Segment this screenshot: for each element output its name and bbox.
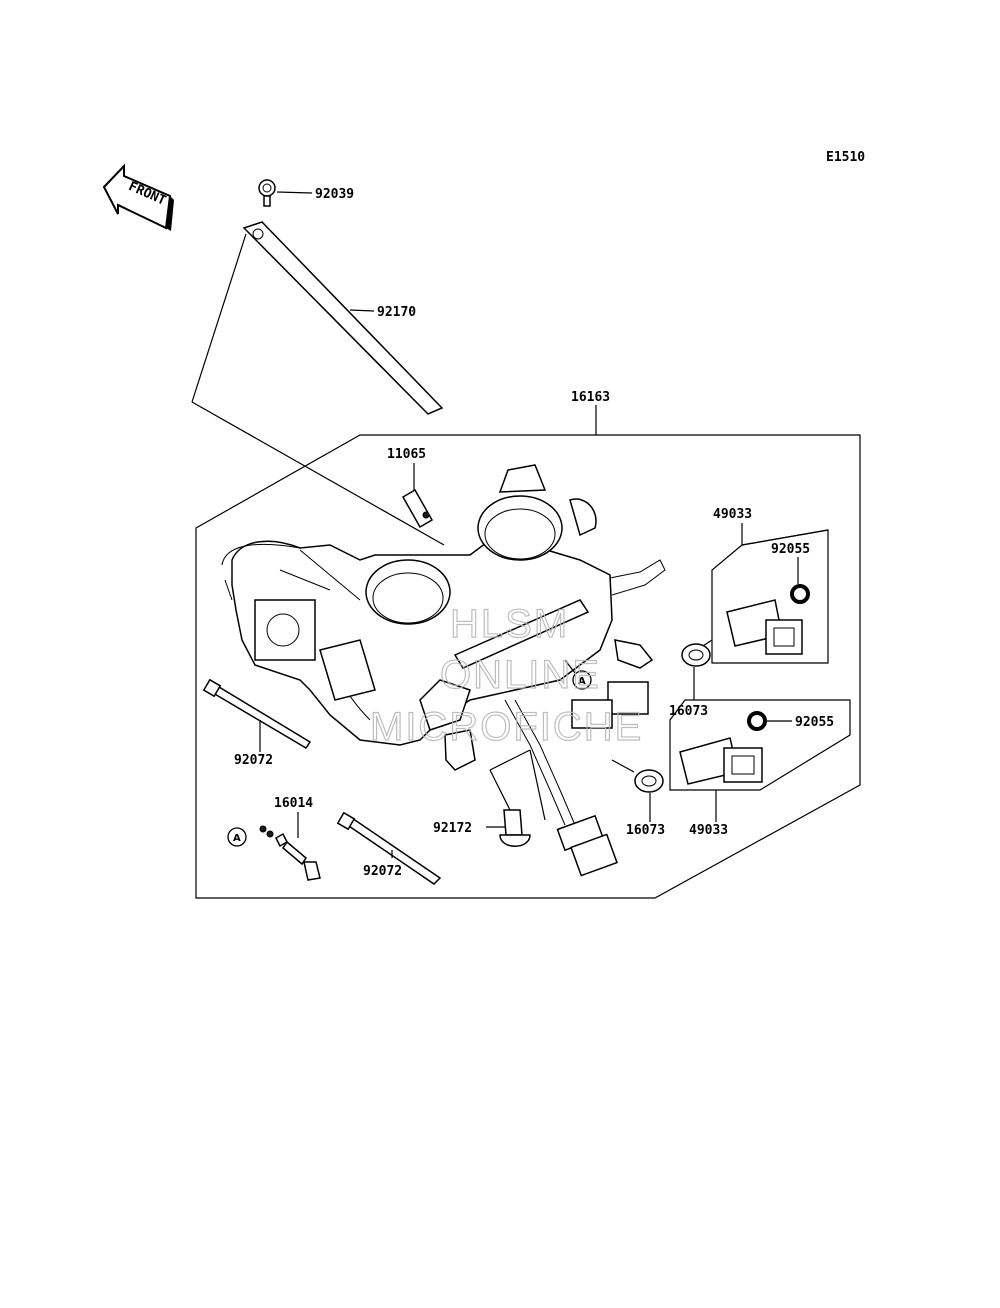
label-92072-bottom: 92072 bbox=[363, 864, 402, 879]
watermark-line-2: ONLINE bbox=[440, 653, 601, 697]
oring-92055-bottom bbox=[747, 711, 767, 731]
watermark-line-3: MICROFICHE bbox=[370, 705, 643, 749]
watermark-line-1: HLSM bbox=[450, 602, 569, 646]
screw-92172 bbox=[499, 809, 531, 847]
front-arrow-icon: FRONT bbox=[102, 163, 174, 231]
label-49033-top: 49033 bbox=[713, 507, 752, 522]
clamp-92072-left bbox=[202, 678, 312, 750]
label-16163: 16163 bbox=[571, 390, 610, 405]
strap-92170 bbox=[242, 221, 444, 415]
label-16073-top: 16073 bbox=[669, 704, 708, 719]
callout-a-main-text: A bbox=[578, 676, 586, 687]
label-92172: 92172 bbox=[433, 821, 472, 836]
label-92072-left: 92072 bbox=[234, 753, 273, 768]
label-92055-top: 92055 bbox=[771, 542, 810, 557]
bolt-92039 bbox=[258, 179, 276, 207]
throttle-body bbox=[221, 464, 666, 877]
oring-92055-top bbox=[790, 584, 810, 604]
assembly-frame bbox=[195, 434, 861, 899]
callout-a-main bbox=[572, 670, 592, 690]
injector-49033-bottom bbox=[679, 737, 763, 785]
label-11065: 11065 bbox=[387, 447, 426, 462]
screw-kit-16014 bbox=[259, 825, 321, 881]
label-92170: 92170 bbox=[377, 305, 416, 320]
washer-16073-bottom bbox=[634, 769, 664, 793]
watermark: HLSM ONLINE MICROFICHE bbox=[369, 601, 643, 749]
label-92055-bottom: 92055 bbox=[795, 715, 834, 730]
label-92039: 92039 bbox=[315, 187, 354, 202]
cap-11065 bbox=[401, 488, 434, 529]
callout-a-kit bbox=[227, 827, 247, 847]
callout-a-kit-text: A bbox=[233, 833, 241, 844]
diagram-code: E1510 bbox=[826, 150, 865, 165]
washer-16073-top bbox=[681, 643, 711, 667]
label-49033-bottom: 49033 bbox=[689, 823, 728, 838]
label-16073-bottom: 16073 bbox=[626, 823, 665, 838]
injector-49033-top bbox=[726, 599, 803, 655]
label-16014: 16014 bbox=[274, 796, 313, 811]
